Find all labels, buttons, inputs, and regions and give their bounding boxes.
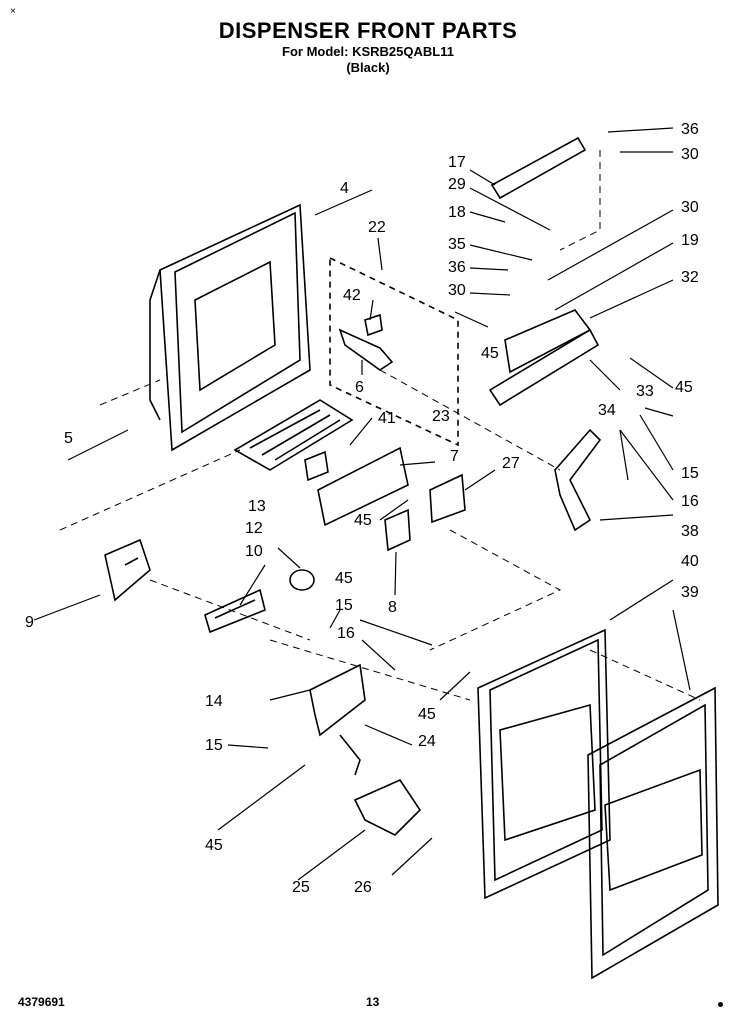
corner-dot [718, 1002, 723, 1007]
color-line: (Black) [346, 60, 390, 75]
callout-15a: 15 [681, 465, 699, 482]
callout-30c: 30 [448, 282, 466, 299]
callout-26: 26 [354, 879, 372, 896]
callout-45b: 45 [675, 379, 693, 396]
callout-23: 23 [432, 408, 450, 425]
callout-18: 18 [448, 204, 466, 221]
callout-30a: 30 [681, 146, 699, 163]
callout-6: 6 [355, 379, 364, 396]
part-25 [353, 778, 422, 836]
callout-10: 10 [245, 543, 263, 560]
part-17 [490, 136, 587, 200]
page-title: DISPENSER FRONT PARTS [218, 18, 518, 43]
part-7 [317, 446, 409, 527]
part-39 [587, 686, 719, 980]
part-41 [304, 450, 329, 482]
callout-8: 8 [388, 599, 397, 616]
callout-45d: 45 [335, 570, 353, 587]
part-32-33 [488, 309, 600, 407]
part-40 [477, 628, 611, 900]
part-22-outline [329, 256, 459, 447]
callout-45f: 45 [205, 837, 223, 854]
part-38 [554, 428, 602, 532]
callout-16b: 16 [337, 625, 355, 642]
callout-30b: 30 [681, 199, 699, 216]
callout-45c: 45 [354, 512, 372, 529]
callout-14: 14 [205, 693, 223, 710]
callout-4: 4 [340, 180, 349, 197]
part-lever [338, 313, 394, 371]
callout-5: 5 [64, 430, 73, 447]
callout-33: 33 [636, 383, 654, 400]
model-line: For Model: KSRB25QABL11 [282, 44, 454, 59]
part-dispenser-housing [149, 203, 311, 452]
part-bracket [204, 588, 266, 634]
callout-36a: 36 [681, 121, 699, 138]
callout-38: 38 [681, 523, 699, 540]
callout-25: 25 [292, 879, 310, 896]
callout-16a: 16 [681, 493, 699, 510]
callout-24: 24 [418, 733, 436, 750]
callout-34: 34 [598, 402, 616, 419]
part-27 [429, 473, 466, 524]
document-number: 4379691 [18, 995, 65, 1009]
callout-22: 22 [368, 219, 386, 236]
callout-9: 9 [25, 614, 34, 631]
callout-41: 41 [378, 410, 396, 427]
part-24 [309, 663, 366, 776]
page-number: 13 [366, 995, 380, 1009]
callout-15b: 15 [335, 597, 353, 614]
part-12 [289, 569, 315, 591]
callout-45a: 45 [481, 345, 499, 362]
part-drip-grille [233, 399, 354, 471]
callout-7: 7 [450, 448, 459, 465]
callout-42: 42 [343, 287, 361, 304]
callout-39: 39 [681, 584, 699, 601]
callout-36b: 36 [448, 259, 466, 276]
corner-mark: × [10, 6, 16, 17]
callout-40: 40 [681, 553, 699, 570]
callout-13: 13 [248, 498, 266, 515]
callout-15c: 15 [205, 737, 223, 754]
callout-17: 17 [448, 154, 466, 171]
callout-45e: 45 [418, 706, 436, 723]
callout-27: 27 [502, 455, 520, 472]
callout-29: 29 [448, 176, 466, 193]
part-paddle [104, 538, 151, 602]
callout-35: 35 [448, 236, 466, 253]
callout-32: 32 [681, 269, 699, 286]
callout-labels: 36 30 17 29 30 18 35 19 36 32 30 4 22 42… [25, 121, 699, 896]
callout-12: 12 [245, 520, 263, 537]
part-8 [384, 508, 411, 552]
callout-19: 19 [681, 232, 699, 249]
